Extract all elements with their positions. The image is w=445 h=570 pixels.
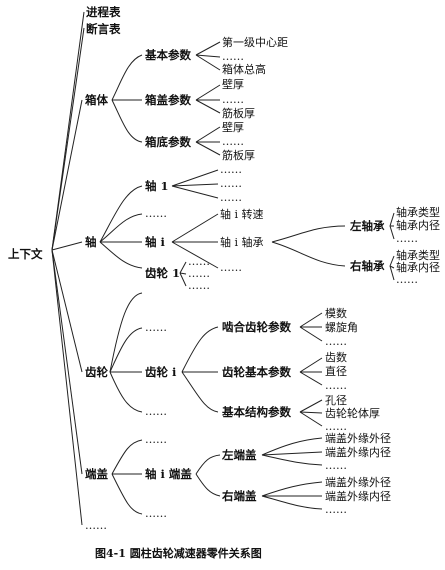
mesh-item: 模数: [325, 307, 347, 320]
right-cap-item: 端盖外缘外径: [325, 475, 391, 489]
box-label: 箱体: [85, 93, 108, 107]
gear-label: 齿轮: [85, 365, 108, 379]
box-cover-item: 筋板厚: [222, 106, 255, 120]
right-cap-item: ……: [325, 503, 347, 516]
gear-basic-item: 直径: [325, 364, 347, 378]
box-basic-item: 箱体总高: [222, 62, 266, 76]
shaft-dots: ……: [145, 207, 167, 220]
figure-caption: 图4-1 圆柱齿轮减速器零件关系图: [95, 546, 262, 560]
gear-1-label: 齿轮 1: [145, 266, 180, 280]
shaft-label: 轴: [85, 235, 97, 249]
left-end-cap: 左端盖: [221, 448, 257, 462]
right-bearing-item: 轴承内径: [396, 260, 440, 274]
shaft-1-label: 轴 1: [145, 179, 169, 193]
left-bearing-item: 轴承内径: [396, 218, 440, 232]
gear1-dots: ……: [188, 267, 210, 280]
assert-table-label: 断言表: [86, 22, 121, 36]
box-cover-item: ……: [222, 93, 244, 106]
left-bearing-item: ……: [396, 232, 418, 245]
root-connectors: [51, 11, 85, 526]
box-base-item: 筋板厚: [222, 148, 255, 162]
right-bearing-item: 轴承类型: [396, 248, 440, 262]
cap-dots: ……: [145, 507, 167, 520]
gear-i-label: 齿轮 i: [145, 365, 177, 379]
struct-item: 齿轮轮体厚: [325, 406, 380, 420]
end-cap-label: 端盖: [85, 467, 108, 481]
progress-table-label: 进程表: [86, 5, 121, 19]
mesh-item: 螺旋角: [325, 320, 358, 334]
box-base-item: ……: [222, 135, 244, 148]
left-cap-item: 端盖外缘内径: [325, 445, 391, 459]
box-base-item: 壁厚: [222, 120, 244, 134]
left-bearing-item: 轴承类型: [396, 205, 440, 219]
shafti-dots: ……: [220, 261, 242, 274]
right-cap-item: 端盖外缘内径: [325, 489, 391, 503]
gear1-dots: ……: [188, 255, 210, 268]
left-cap-item: ……: [325, 459, 347, 472]
right-bearing-label: 右轴承: [349, 259, 385, 273]
gear-basic-item: ……: [325, 379, 347, 392]
shaft-dots: ……: [145, 261, 167, 274]
mesh-gear-params: 啮合齿轮参数: [222, 320, 291, 334]
shaft-i-label: 轴 i: [145, 235, 166, 249]
right-end-cap: 右端盖: [221, 489, 257, 503]
end-cap-branch: 端盖 …… 轴 i 端盖 …… 左端盖 端盖外缘外径 端盖外缘内径 …… 右端盖…: [85, 431, 391, 520]
gear-dots: ……: [145, 321, 167, 334]
box-basic-item: ……: [222, 50, 244, 63]
struct-item: ……: [325, 420, 347, 433]
box-basic-params: 基本参数: [144, 48, 191, 62]
box-branch: 箱体 基本参数 第一级中心距 …… 箱体总高 箱盖参数 壁厚 …… 筋板厚 箱底…: [85, 35, 288, 162]
root-label: 上下文: [8, 247, 43, 261]
box-cover-params: 箱盖参数: [145, 93, 191, 107]
shaft-speed-label: 轴 i 转速: [220, 207, 264, 221]
gear-branch: 齿轮 齿轮 1 …… …… …… …… 齿轮 i …… 啮合齿轮参数 模数 螺旋…: [85, 255, 380, 433]
shaft1-dots: ……: [220, 191, 242, 204]
basic-structure-params: 基本结构参数: [221, 405, 291, 419]
gear-basic-params: 齿轮基本参数: [222, 365, 291, 379]
root-dots: ……: [85, 519, 107, 532]
shaft1-dots: ……: [220, 177, 242, 190]
gear-basic-item: 齿数: [325, 351, 347, 364]
shaft1-dots: ……: [220, 163, 242, 176]
box-basic-item: 第一级中心距: [222, 35, 288, 49]
right-bearing-item: ……: [396, 273, 418, 286]
left-cap-item: 端盖外缘外径: [325, 431, 391, 445]
box-cover-item: 壁厚: [222, 77, 244, 91]
left-bearing-label: 左轴承: [349, 219, 385, 233]
gear1-dots: ……: [188, 279, 210, 292]
shaft-branch: 轴 轴 1 …… …… …… …… 轴 i 轴 i 转速 轴 i 轴承 …… ……: [85, 163, 440, 286]
gear-dots: ……: [145, 405, 167, 418]
mesh-item: ……: [325, 335, 347, 348]
cap-dots: ……: [145, 433, 167, 446]
box-base-params: 箱底参数: [145, 135, 191, 149]
shaft-bearing-label: 轴 i 轴承: [220, 235, 264, 249]
shaft-i-end-cap: 轴 i 端盖: [145, 467, 192, 481]
struct-item: 孔径: [325, 394, 347, 407]
